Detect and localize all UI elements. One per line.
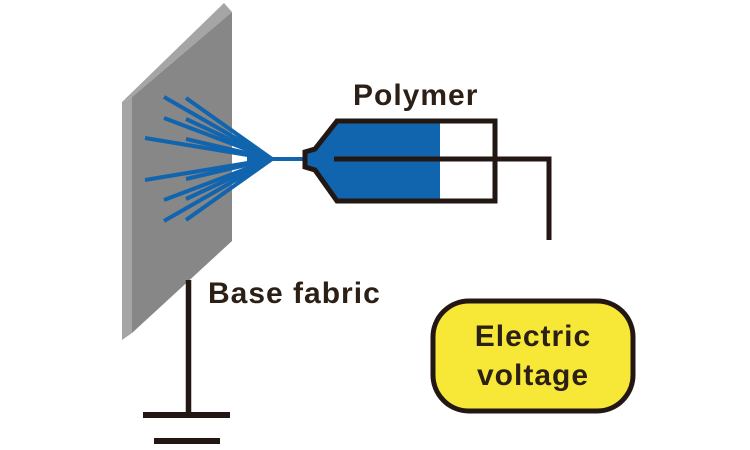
polymer-label: Polymer [353,79,479,112]
panel-top-edge-face [122,3,232,102]
plunger-and-voltage-wire [334,156,552,240]
spray-convergence-cone [247,146,272,172]
electric-voltage-label: Electric voltage [433,301,633,411]
syringe-outline [302,118,498,204]
panel-left-edge-face [122,97,132,340]
ground-symbol [143,280,230,444]
fiber-line [184,96,274,161]
fiber-line [163,157,273,223]
base-fabric-label: Base fabric [208,277,381,310]
electric-voltage-box [430,298,636,414]
ground-bar-long [143,412,230,418]
fiber-spray-lines [144,95,307,223]
electric-voltage-label-line1: Electric [474,320,592,353]
syringe [302,118,552,240]
ground-bar-short [154,438,220,444]
electric-voltage-label-line2: voltage [476,359,590,392]
